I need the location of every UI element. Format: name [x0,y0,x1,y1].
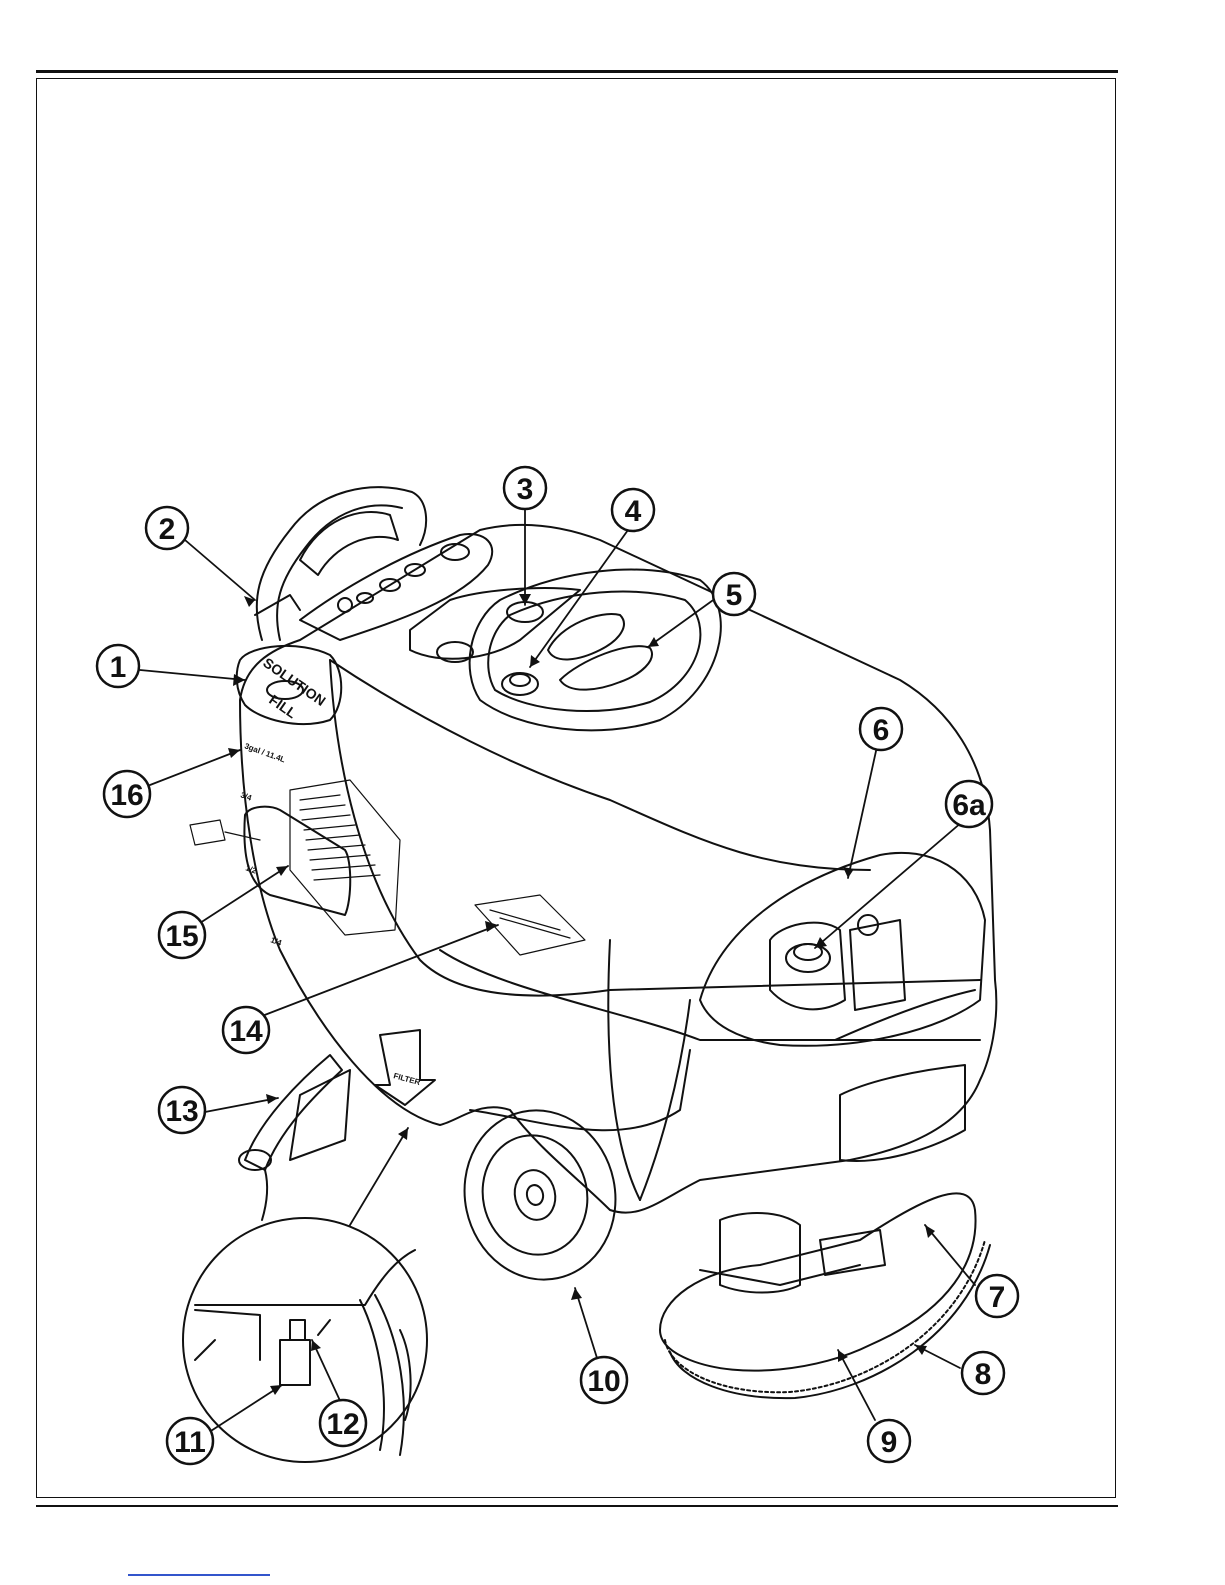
callout-label: 6 [873,714,890,747]
callout-label: 9 [881,1426,898,1459]
hood-seam [330,660,870,870]
callout-14: 14 [223,1007,269,1053]
brush-motor [720,1213,885,1292]
callout-8: 8 [962,1352,1004,1394]
callout-16: 16 [104,771,150,817]
callout-label: 10 [587,1365,620,1398]
onboard-charger [190,780,400,935]
callouts: 1 2 3 4 5 6 6a 7 8 9 10 11 12 13 14 15 1… [97,467,1018,1464]
callout-6: 6 [860,708,902,750]
callout-label: 8 [975,1358,992,1391]
float-shutoff [502,673,538,695]
callout-9: 9 [868,1420,910,1462]
squeegee-assembly [239,1055,350,1220]
callout-1: 1 [97,645,139,687]
pad-driver [665,1240,990,1398]
callout-13: 13 [159,1087,205,1133]
rear-window [244,807,350,915]
callout-label: 11 [174,1426,206,1459]
callout-label: 3 [517,473,534,506]
handle-bar [255,487,426,640]
callout-6a: 6a [946,781,992,827]
leader-lines [140,510,975,1438]
callout-10: 10 [581,1357,627,1403]
callout-label: 12 [326,1408,359,1441]
callout-label: 14 [229,1015,263,1048]
recovery-tank-lid [470,570,721,731]
capacity-mark: 3gal / 11.4L [243,741,286,764]
level-mark-three-quarter: 3/4 [239,790,253,802]
callout-label: 5 [726,579,743,612]
level-mark-quarter: 1/4 [269,935,283,947]
callout-label: 2 [159,513,176,546]
callout-7: 7 [976,1275,1018,1317]
callout-label: 16 [110,779,143,812]
callout-15: 15 [159,912,205,958]
callout-11: 11 [167,1418,213,1464]
machine-body [240,525,996,1213]
fill-decal: FILL [266,691,300,721]
brush-deck [660,1193,976,1370]
callout-5: 5 [713,573,755,615]
callout-label: 7 [989,1281,1006,1314]
callout-label: 6a [952,789,986,822]
filter-decal-label: FILTER [392,1071,421,1087]
solution-tank-cover [700,853,985,1046]
callout-label: 13 [165,1095,198,1128]
control-panel [300,534,492,640]
callout-2: 2 [146,507,188,549]
callout-3: 3 [504,467,546,509]
callout-label: 15 [165,920,198,953]
rear-wheel [449,1096,631,1293]
callout-label: 1 [110,651,127,684]
callout-12: 12 [320,1400,366,1446]
callout-label: 4 [625,495,642,528]
callout-4: 4 [612,489,654,531]
